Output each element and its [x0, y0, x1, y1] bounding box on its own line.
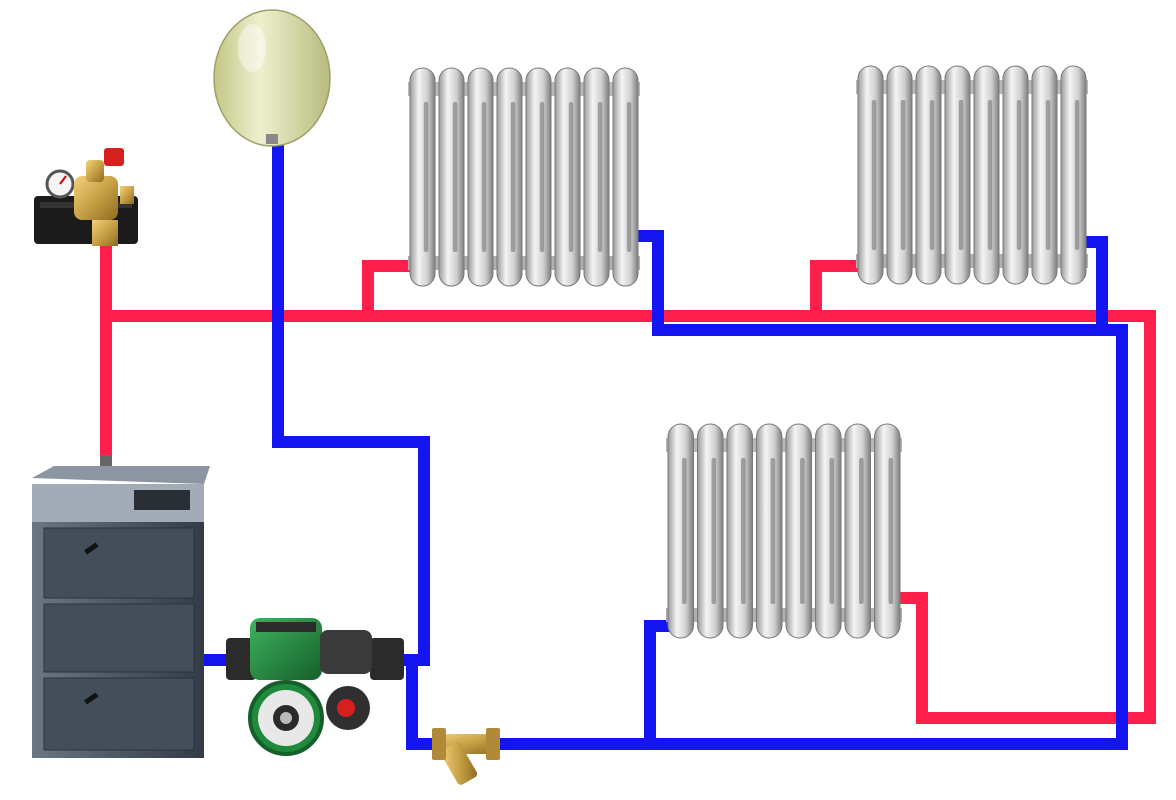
radiator-section: [726, 423, 753, 639]
return-from-right-radiator: [1076, 236, 1108, 336]
radiator-section-groove: [423, 102, 429, 252]
radiator-top-manifold: [408, 82, 640, 96]
radiator-section: [525, 67, 552, 287]
radiator-section: [409, 67, 436, 287]
radiator-section-groove: [597, 102, 603, 252]
radiator-section: [874, 423, 901, 639]
radiator-section-groove: [829, 458, 835, 604]
radiator-section-groove: [800, 458, 805, 604]
radiator-section-groove: [682, 458, 687, 604]
expansion-tank: [213, 9, 331, 147]
radiator-section-groove: [770, 458, 776, 604]
radiator-section: [697, 423, 724, 639]
radiator-section-groove: [741, 458, 746, 604]
radiator-section-groove: [859, 458, 864, 604]
radiator-section: [1060, 65, 1087, 285]
radiator-section-groove: [1016, 100, 1022, 250]
radiator-section: [785, 423, 812, 639]
pump-red-plug: [337, 699, 355, 717]
radiator-section-groove: [958, 100, 964, 250]
radiator-section: [944, 65, 971, 285]
return-from-lower-radiator: [644, 620, 674, 750]
circulation-pump: [226, 618, 404, 756]
radiator-section-groove: [1074, 100, 1080, 250]
radiator-section-groove: [539, 102, 545, 252]
radiator-section-groove: [1045, 100, 1051, 250]
supply-branch-left: [362, 260, 416, 322]
radiator-section-groove: [568, 102, 574, 252]
radiator-section-groove: [900, 100, 906, 250]
radiator-bottom-manifold: [408, 256, 640, 270]
radiator-section: [857, 65, 884, 285]
radiator-section: [554, 67, 581, 287]
radiator-bottom-manifold: [666, 608, 902, 622]
strainer-filter: [432, 728, 500, 785]
radiator-top-manifold: [856, 80, 1088, 94]
radiator-section: [1031, 65, 1058, 285]
boiler-control-panel: [134, 490, 190, 510]
radiator-section: [915, 65, 942, 285]
return-main: [394, 324, 1128, 750]
supply-main: [100, 310, 1156, 724]
radiator-section: [815, 423, 842, 639]
radiator-section-groove: [626, 102, 632, 252]
radiator-upper-left: [408, 67, 640, 287]
radiator-section: [973, 65, 1000, 285]
radiator-section: [886, 65, 913, 285]
radiator-section-groove: [452, 102, 458, 252]
safety-valve-cap: [104, 148, 124, 166]
radiator-section: [496, 67, 523, 287]
supply-pipes: [100, 242, 1156, 724]
radiator-section: [844, 423, 871, 639]
radiator-section-groove: [871, 100, 877, 250]
radiator-section-groove: [987, 100, 993, 250]
radiator-section: [667, 423, 694, 639]
safety-group: [34, 148, 138, 246]
radiator-section-groove: [481, 102, 487, 252]
return-from-left-radiator: [632, 230, 1128, 336]
radiator-section-groove: [888, 458, 894, 604]
radiator-section: [438, 67, 465, 287]
supply-branch-right: [810, 260, 864, 322]
radiator-section-groove: [510, 102, 516, 252]
radiator-section: [612, 67, 639, 287]
radiator-bottom-manifold: [856, 254, 1088, 268]
radiator-section: [467, 67, 494, 287]
return-pipes: [200, 134, 1128, 750]
radiator-section-groove: [929, 100, 935, 250]
radiator-section-groove: [711, 458, 717, 604]
radiator-upper-right: [856, 65, 1088, 285]
radiator-section: [1002, 65, 1029, 285]
expansion-line: [272, 134, 430, 666]
radiator-section: [583, 67, 610, 287]
boiler: [32, 455, 210, 758]
radiator-lower: [666, 423, 902, 639]
radiator-section: [756, 423, 783, 639]
radiator-top-manifold: [666, 438, 902, 452]
